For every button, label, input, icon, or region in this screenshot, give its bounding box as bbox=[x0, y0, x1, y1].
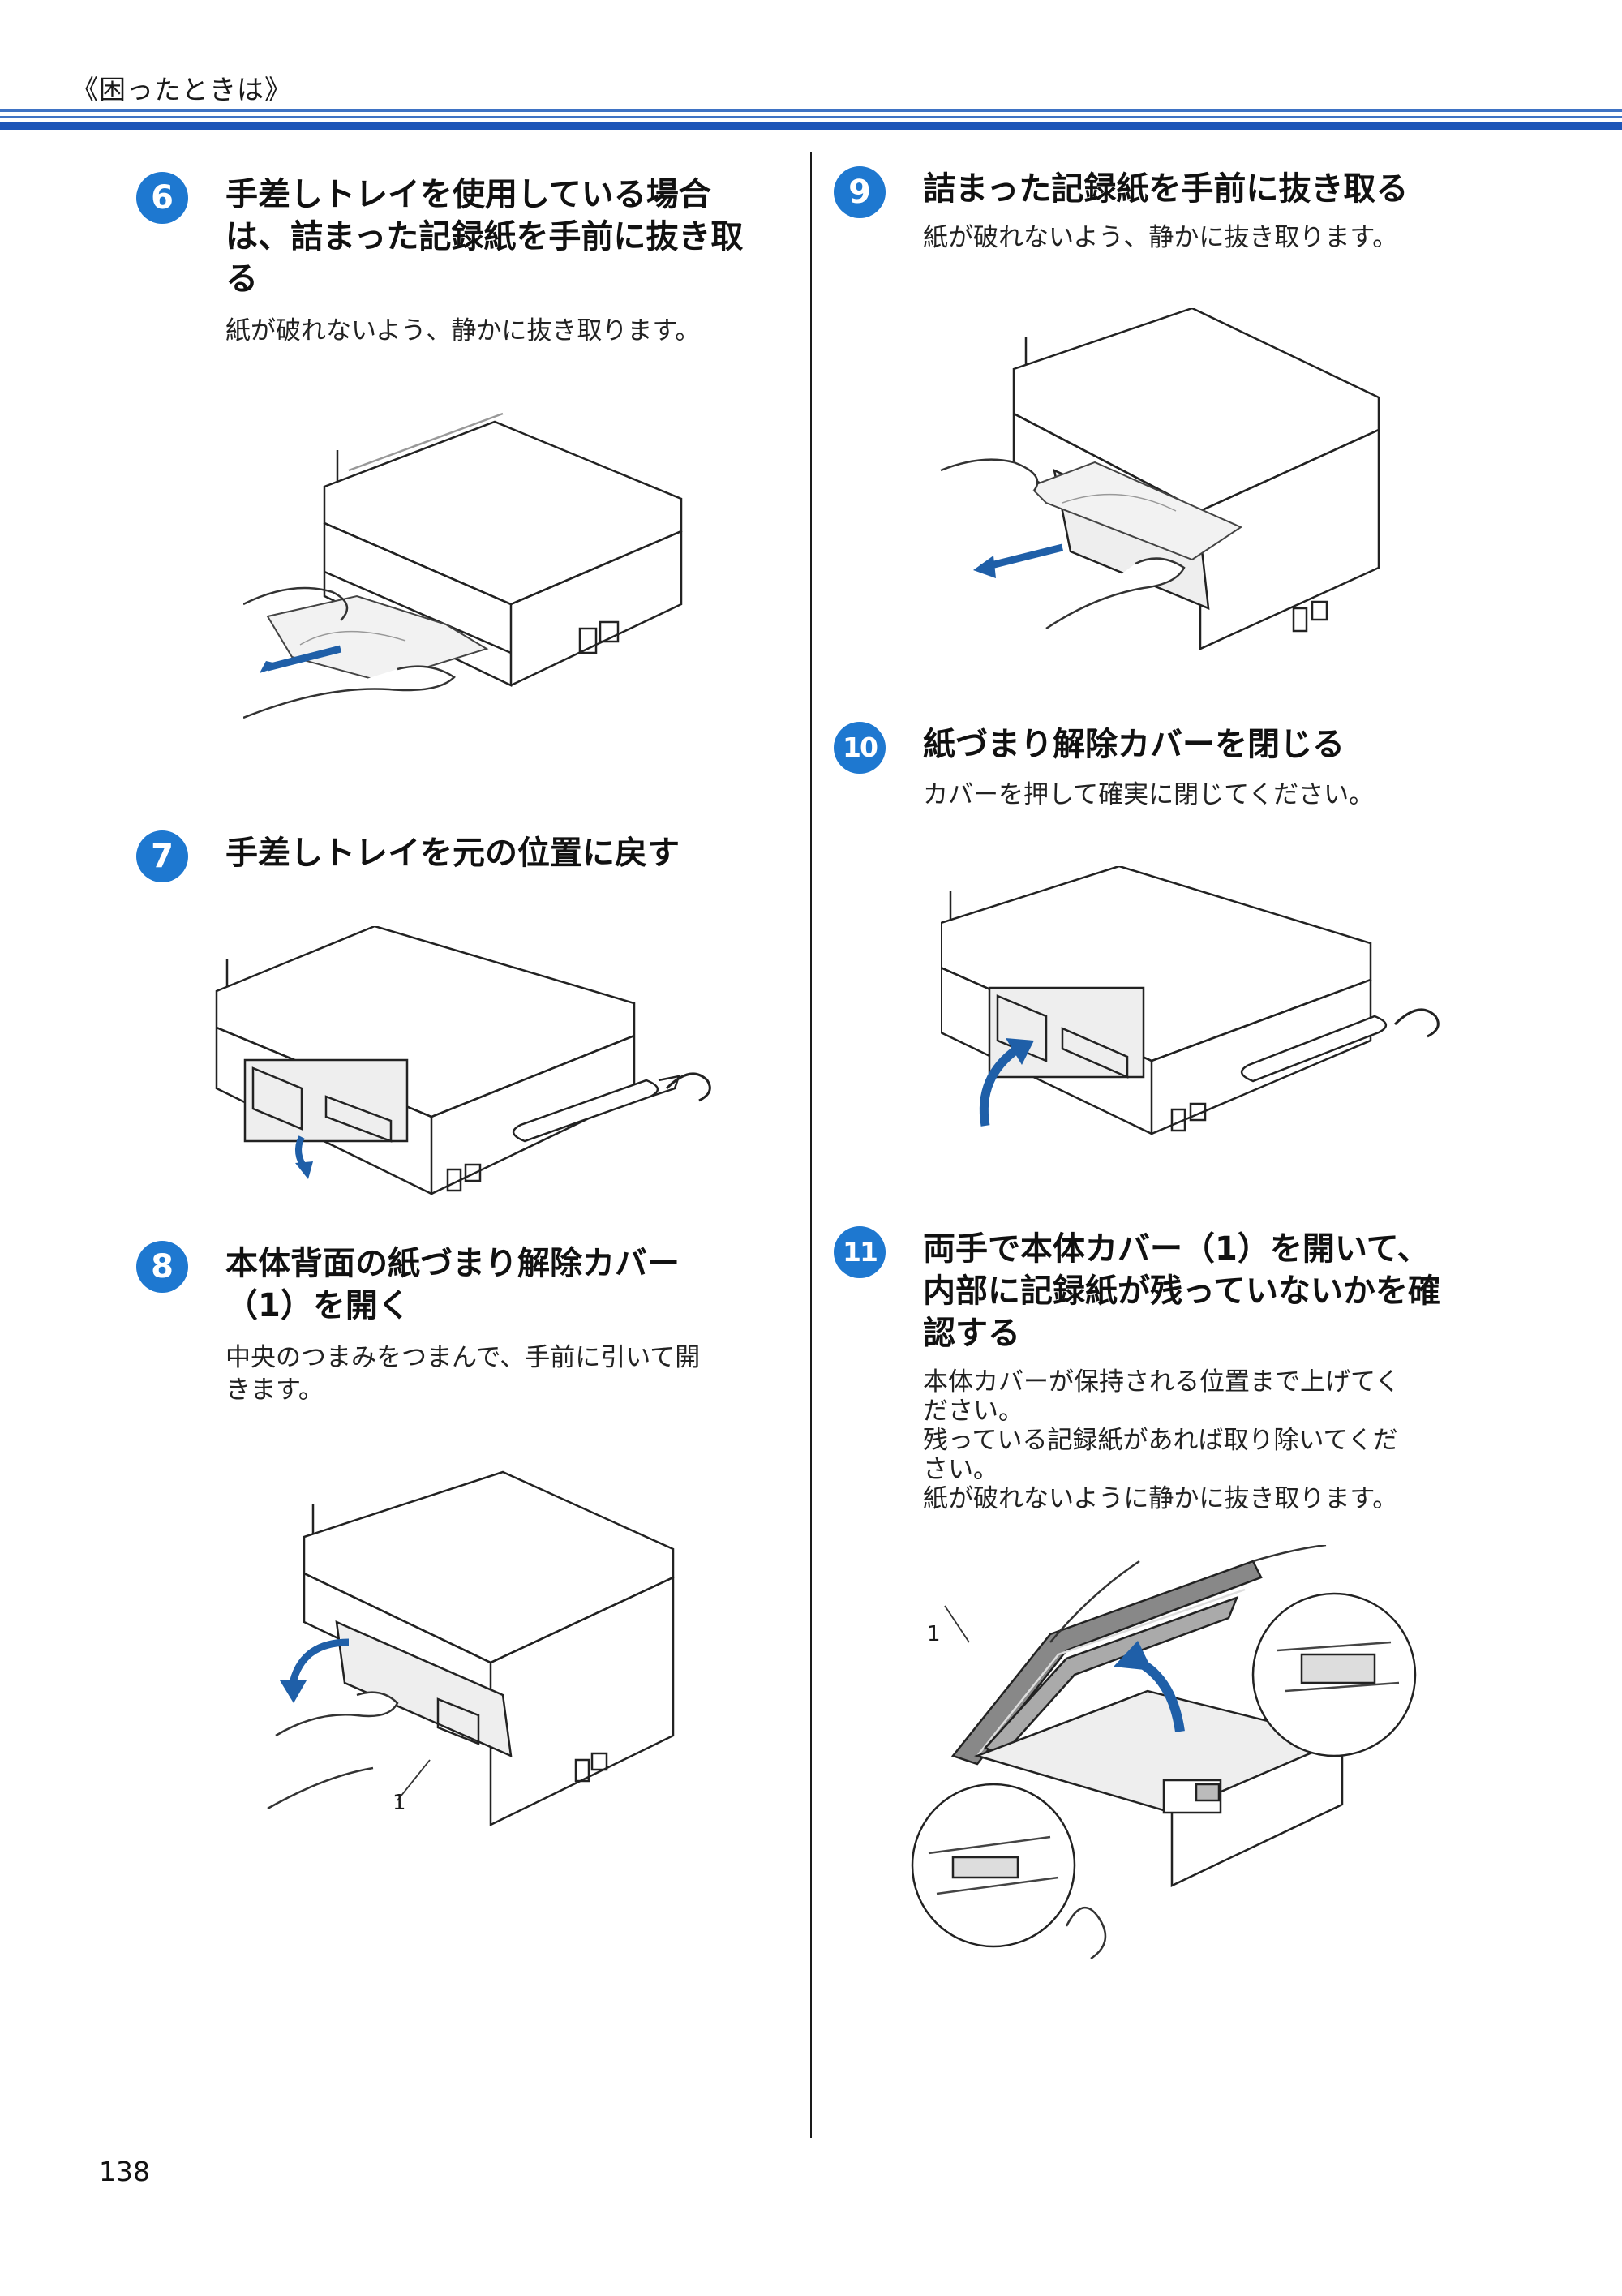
printer-illustration-step10 bbox=[941, 866, 1444, 1158]
step-title: 両手で本体カバー（1）を開いて、 内部に記録紙が残っていないかを確 認する bbox=[923, 1230, 1440, 1352]
step-8: 8 本体背面の紙づまり解除カバー （1）を開く 中央のつまみをつまんで、手前に引… bbox=[136, 1241, 801, 1419]
step-7: 7 手差しトレイを元の位置に戻す bbox=[136, 830, 801, 887]
header-rule-thin bbox=[0, 116, 1622, 118]
step-title: 手差しトレイを使用している場合 は、詰まった記録紙を手前に抜き取 る bbox=[225, 176, 744, 298]
step-9: 9 詰まった記録紙を手前に抜き取る 紙が破れないよう、静かに抜き取ります。 bbox=[834, 166, 1564, 264]
printer-illustration-step11 bbox=[904, 1545, 1431, 1967]
section-header: 《困ったときは》 bbox=[71, 74, 292, 105]
header-rule-thick bbox=[0, 122, 1622, 130]
step-title: 詰まった記録紙を手前に抜き取る bbox=[923, 170, 1409, 208]
step-number-badge: 11 bbox=[834, 1226, 886, 1278]
step-number-badge: 8 bbox=[136, 1241, 188, 1293]
step-description: 紙が破れないよう、静かに抜き取ります。 bbox=[923, 223, 1398, 252]
step-title: 本体背面の紙づまり解除カバー （1）を開く bbox=[225, 1245, 680, 1324]
step-description: 中央のつまみをつまんで、手前に引いて開 きます。 bbox=[225, 1343, 701, 1405]
printer-illustration-step8 bbox=[260, 1468, 689, 1841]
step-number-badge: 9 bbox=[834, 166, 886, 218]
printer-illustration-step6 bbox=[243, 410, 697, 766]
step-title: 紙づまり解除カバーを閉じる bbox=[923, 726, 1345, 763]
callout-label-1: 1 bbox=[393, 1791, 406, 1815]
step-description: 紙が破れないよう、静かに抜き取ります。 bbox=[225, 316, 701, 345]
printer-illustration-step7 bbox=[212, 926, 715, 1210]
header-rule-thin bbox=[0, 109, 1622, 112]
page-number: 138 bbox=[99, 2156, 150, 2187]
step-number-badge: 7 bbox=[136, 830, 188, 882]
step-description: 本体カバーが保持される位置まで上げてく ださい。 残っている記録紙があれば取り除… bbox=[923, 1367, 1401, 1513]
step-6: 6 手差しトレイを使用している場合 は、詰まった記録紙を手前に抜き取 る 紙が破… bbox=[136, 172, 801, 358]
step-title: 手差しトレイを元の位置に戻す bbox=[225, 835, 680, 872]
printer-illustration-step9 bbox=[933, 308, 1387, 665]
step-number-badge: 6 bbox=[136, 172, 188, 224]
callout-label-1: 1 bbox=[927, 1622, 941, 1646]
step-10: 10 紙づまり解除カバーを閉じる カバーを押して確実に閉じてください。 bbox=[834, 722, 1564, 819]
column-divider bbox=[810, 152, 812, 2138]
step-11: 11 両手で本体カバー（1）を開いて、 内部に記録紙が残っていないかを確 認する… bbox=[834, 1226, 1564, 1534]
step-description: カバーを押して確実に閉じてください。 bbox=[923, 780, 1375, 809]
step-number-badge: 10 bbox=[834, 722, 886, 774]
